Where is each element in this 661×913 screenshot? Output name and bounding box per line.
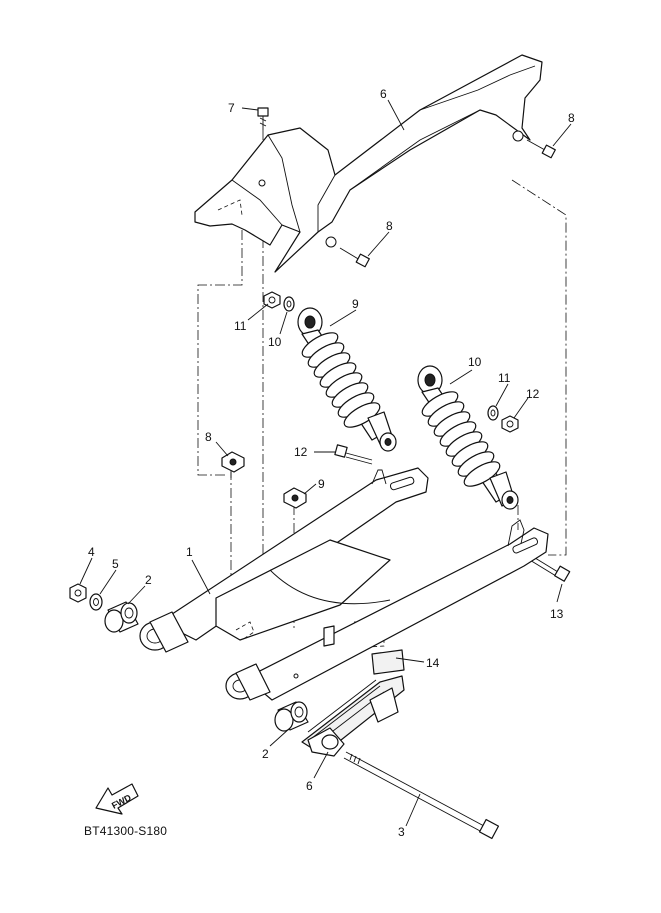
fwd-arrow-icon: FWD	[95, 783, 139, 815]
callout-14: 14	[426, 656, 440, 670]
washer-right	[487, 405, 499, 421]
callout-4: 4	[88, 545, 95, 559]
bolt-right	[526, 139, 556, 159]
callout-11-right: 11	[498, 371, 511, 385]
nut	[69, 583, 87, 603]
bolt-top	[257, 107, 269, 130]
bushing-upper	[104, 601, 139, 633]
callout-1: 1	[186, 545, 193, 559]
leader-lines	[79, 99, 572, 827]
bolt-shock-left	[334, 444, 373, 465]
chain-case	[194, 54, 543, 273]
callout-9-left: 8	[205, 430, 212, 444]
shock-absorber-right	[417, 365, 519, 510]
callout-11-left: 10	[268, 335, 282, 349]
callout-7: 6	[380, 87, 387, 101]
callout-10-left: 9	[352, 297, 359, 311]
callout-10-right: 10	[468, 355, 482, 369]
washer-left	[283, 296, 295, 312]
callout-3: 3	[398, 825, 405, 839]
drawing-code: BT41300-S180	[84, 824, 167, 838]
callout-2-lower: 2	[262, 747, 269, 761]
callout-8-top: 7	[228, 101, 235, 115]
bushing-lower	[274, 701, 309, 732]
shock-absorber-left	[297, 307, 397, 452]
callout-13-right: 13	[550, 607, 564, 621]
label	[371, 649, 405, 675]
rear-arm	[139, 467, 549, 701]
clip-left	[221, 451, 245, 478]
callout-6: 6	[306, 779, 313, 793]
callout-9-right: 9	[318, 477, 325, 491]
callout-13-left: 12	[294, 445, 308, 459]
callout-8-right: 8	[568, 111, 575, 125]
callout-labels: 7 6 8 8 11 10 9 10 11 12 8 9 12 13 1 2 4…	[88, 87, 575, 839]
callout-12-left: 11	[234, 319, 247, 333]
pivot-shaft	[343, 751, 500, 840]
nut-right	[501, 415, 519, 433]
chain-slider	[301, 675, 405, 757]
callout-12-right: 12	[526, 387, 540, 401]
callout-8-middle: 8	[386, 219, 393, 233]
bolt-middle	[339, 247, 370, 268]
washer	[89, 593, 103, 611]
clip-right	[283, 487, 307, 509]
callout-5: 5	[112, 557, 119, 571]
callout-2-upper: 2	[145, 573, 152, 587]
